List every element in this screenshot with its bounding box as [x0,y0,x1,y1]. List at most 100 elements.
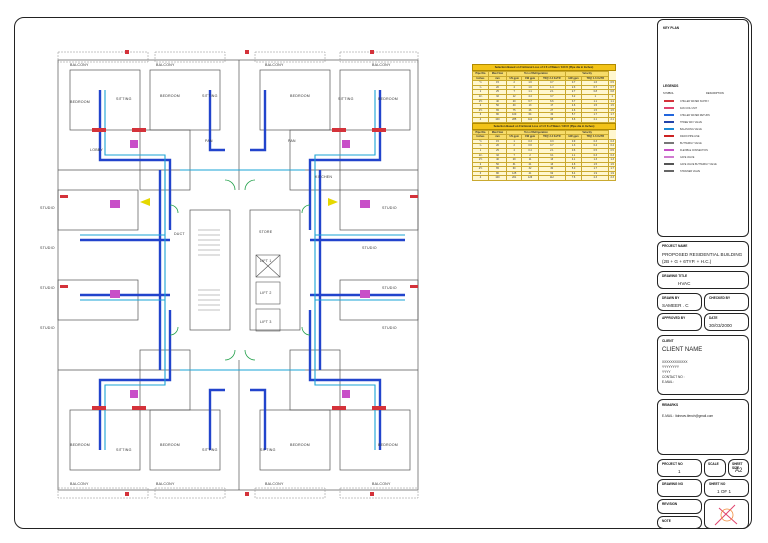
project-no: 1 [678,469,681,474]
room-label-studio: STUDIO [40,206,55,210]
legend-symbol-icon [664,114,674,117]
symbol-header: SYMBOL [663,92,674,95]
approved-by-box: APPROVED BY [657,313,702,331]
pipe-sizing-table: Selection Based on Frictional Loss of 4 … [472,64,616,182]
date-box: DATE 30/03/2000 [704,313,749,331]
room-label-studio: STUDIO [40,286,55,290]
legend-item: CHILLED WATER SUPPLY [664,100,709,103]
title-block: KEY PLAN LEGENDS SYMBOL DESCRIPTION CHIL… [657,17,752,529]
table-cell: 6.6 [564,116,583,123]
room-label-sitting: SITTING [202,448,218,452]
drawing-no-box: DRAWING NO [657,479,702,497]
legend-item: CHILLED WATER RETURN [664,114,710,117]
table-cell: 2.3 [581,175,610,182]
room-label-sitting: SITTING [116,97,132,101]
room-label-sitting: SITTING [260,448,276,452]
floor-plan[interactable]: BALCONY BALCONY BALCONY BALCONY BEDROOM … [20,30,460,510]
legend-item: FLEXIBLE CONNECTION [664,149,708,152]
client-line: E-MAIL : [662,380,675,384]
room-label-pan: PAN [288,139,296,143]
room-label-balcony: BALCONY [372,482,391,486]
room-label-bedroom: BEDROOM [290,94,310,98]
legend-symbol-icon [664,128,674,131]
client-line: YYYYYYYY [662,365,680,369]
company-logo-icon [714,504,738,526]
drawing-title: HVAC [678,281,691,286]
logo-box [704,499,749,529]
drawn-by-label: DRAWN BY [662,296,680,300]
room-label-bedroom: BEDROOM [160,94,180,98]
key-plan-label: KEY PLAN [663,26,680,30]
revision-box: REVISION [657,499,702,514]
legend-item: THREE WAY VALVE [664,121,702,124]
sheet-border [14,17,752,529]
room-label-balcony: BALCONY [156,63,175,67]
remarks-box: REMARKS E-MAIL : ltdnews.tlench@gmail.co… [657,399,749,455]
legend-item: BUTTERFLY VALVE [664,142,702,145]
legend-description: THREE WAY VALVE [680,121,702,124]
table-cell: 2.3 [608,175,616,182]
legend-item: DRAIN PIPE LINE [664,135,700,138]
legend-description: CHILLED WATER RETURN [680,114,710,117]
room-label-sitting: SITTING [338,97,354,101]
legend-item: BALANCING VALVE [664,128,702,131]
room-label-kitchen: KITCHEN [315,175,333,179]
client-line: YYYY [662,370,671,374]
scale-box: SCALE [704,459,726,477]
room-label-bedroom: BEDROOM [378,443,398,447]
client-label: CLIENT [662,339,674,343]
legend-symbol-icon [664,100,674,103]
sheet-no: 1 OF 1 [717,489,732,494]
client-line: XXXXXXXXXXXX [662,360,688,364]
legend-description: STRAINER VALVE [680,170,701,173]
project-no-box: PROJECT NO 1 [657,459,702,477]
legend-description: GATE VALVE BUTTERFLY VALVE [680,163,717,166]
room-label-balcony: BALCONY [70,482,89,486]
room-label-lift-1: LIFT 1 [260,259,272,263]
room-label-lift-2: LIFT 2 [260,291,272,295]
room-label-bedroom: BEDROOM [378,97,398,101]
drawing-title-box: DRAWING TITLE HVAC [657,271,749,289]
room-label-balcony: BALCONY [265,482,284,486]
drawn-by: SAMEER . C [662,303,689,308]
table-cell: 201 [506,175,523,182]
room-label-studio: STUDIO [362,246,377,250]
sheet-size: A2 [735,468,743,474]
legend-item: GATE VALVE BUTTERFLY VALVE [664,163,717,166]
project-subtitle: (2B + G + 6TYP. + H.C.) [662,259,712,264]
legend-item: FAN COIL UNIT [664,107,697,110]
scale-label: SCALE [708,462,719,466]
client-name: CLIENT NAME [662,347,703,353]
note-label: NOTE [662,519,671,523]
table-cell: 2.1 [608,116,616,123]
project-name-label: PROJECT NAME [662,244,688,248]
table-cell: 126 [521,175,539,182]
project-box: PROJECT NAME PROPOSED RESIDENTIAL BUILDI… [657,241,749,267]
approved-by-label: APPROVED BY [662,316,686,320]
table-cell: 2.1 [581,116,610,123]
legend-description: FAN COIL UNIT [680,107,698,110]
client-line: CONTACT NO : [662,375,685,379]
client-box: CLIENT CLIENT NAME XXXXXXXXXXXX YYYYYYYY… [657,335,749,395]
room-label-studio: STUDIO [382,326,397,330]
room-label-balcony: BALCONY [265,63,284,67]
project-name: PROPOSED RESIDENTIAL BUILDING [662,252,743,257]
room-label-studio: STUDIO [382,286,397,290]
table-cell: 4 [472,116,489,123]
drawing-title-label: DRAWING TITLE [662,274,688,278]
sheet-size-label: SHEET SIZE [732,462,743,470]
remarks-label: REMARKS [662,403,679,407]
legend-symbol-icon [664,149,674,152]
room-label-studio: STUDIO [40,326,55,330]
